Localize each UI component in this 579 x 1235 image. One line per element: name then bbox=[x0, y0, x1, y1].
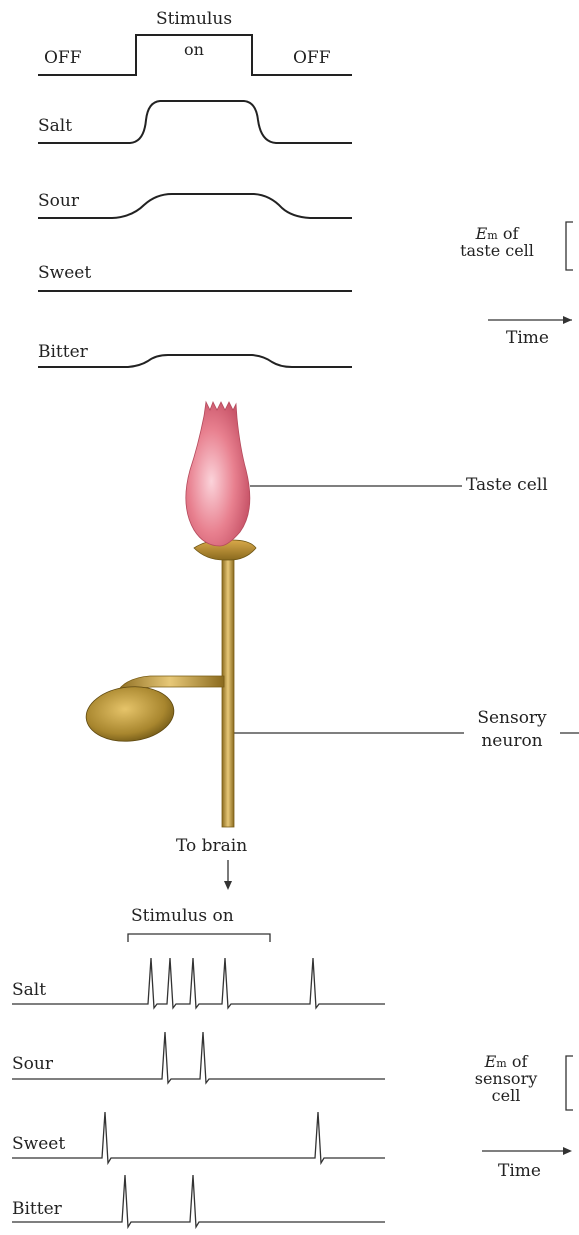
em-scale-bracket-bottom bbox=[566, 1056, 573, 1110]
axon bbox=[222, 555, 234, 827]
taste-cell-drawing bbox=[186, 402, 250, 546]
to-brain-arrowhead bbox=[224, 881, 232, 890]
stimulus-on-label: on bbox=[138, 42, 250, 58]
taste-cell-label: Taste cell bbox=[466, 477, 548, 494]
sour-receptor-trace bbox=[38, 194, 352, 218]
sour-label-top: Sour bbox=[38, 193, 79, 210]
time-label-top: Time bbox=[506, 330, 549, 347]
to-brain-label: To brain bbox=[176, 838, 247, 855]
sour-spike-train bbox=[12, 1032, 385, 1083]
off-label-right: OFF bbox=[293, 50, 331, 67]
bitter-label-top: Bitter bbox=[38, 344, 88, 361]
em-taste-cell-line2: taste cell bbox=[460, 241, 534, 260]
salt-label-top: Salt bbox=[38, 118, 72, 135]
salt-label-bottom: Salt bbox=[12, 982, 46, 999]
off-label-left: OFF bbox=[44, 50, 82, 67]
em-taste-cell-label: Em of taste cell bbox=[432, 226, 562, 260]
sensory-neuron-cell-body bbox=[83, 683, 176, 746]
sour-label-bottom: Sour bbox=[12, 1056, 53, 1073]
stimulus-on-bracket bbox=[128, 934, 270, 942]
salt-spike-train bbox=[12, 958, 385, 1008]
sensory-neuron-label-2: neuron bbox=[462, 733, 562, 750]
time-arrowhead-bottom bbox=[563, 1147, 572, 1155]
salt-receptor-trace bbox=[38, 101, 352, 143]
em-sensory-cell-line3: cell bbox=[492, 1086, 521, 1105]
bitter-label-bottom: Bitter bbox=[12, 1201, 62, 1218]
time-arrowhead-top bbox=[563, 316, 572, 324]
sweet-label-top: Sweet bbox=[38, 265, 91, 282]
sweet-spike-train bbox=[12, 1112, 385, 1163]
sweet-label-bottom: Sweet bbox=[12, 1136, 65, 1153]
stimulus-label: Stimulus bbox=[138, 11, 250, 28]
sensory-neuron-label-1: Sensory bbox=[462, 710, 562, 727]
bitter-spike-train bbox=[12, 1175, 385, 1227]
em-sensory-cell-label: Em of sensory cell bbox=[448, 1054, 564, 1104]
em-scale-bracket-top bbox=[566, 222, 573, 270]
stimulus-on-label-bottom: Stimulus on bbox=[131, 908, 234, 925]
time-label-bottom: Time bbox=[498, 1163, 541, 1180]
